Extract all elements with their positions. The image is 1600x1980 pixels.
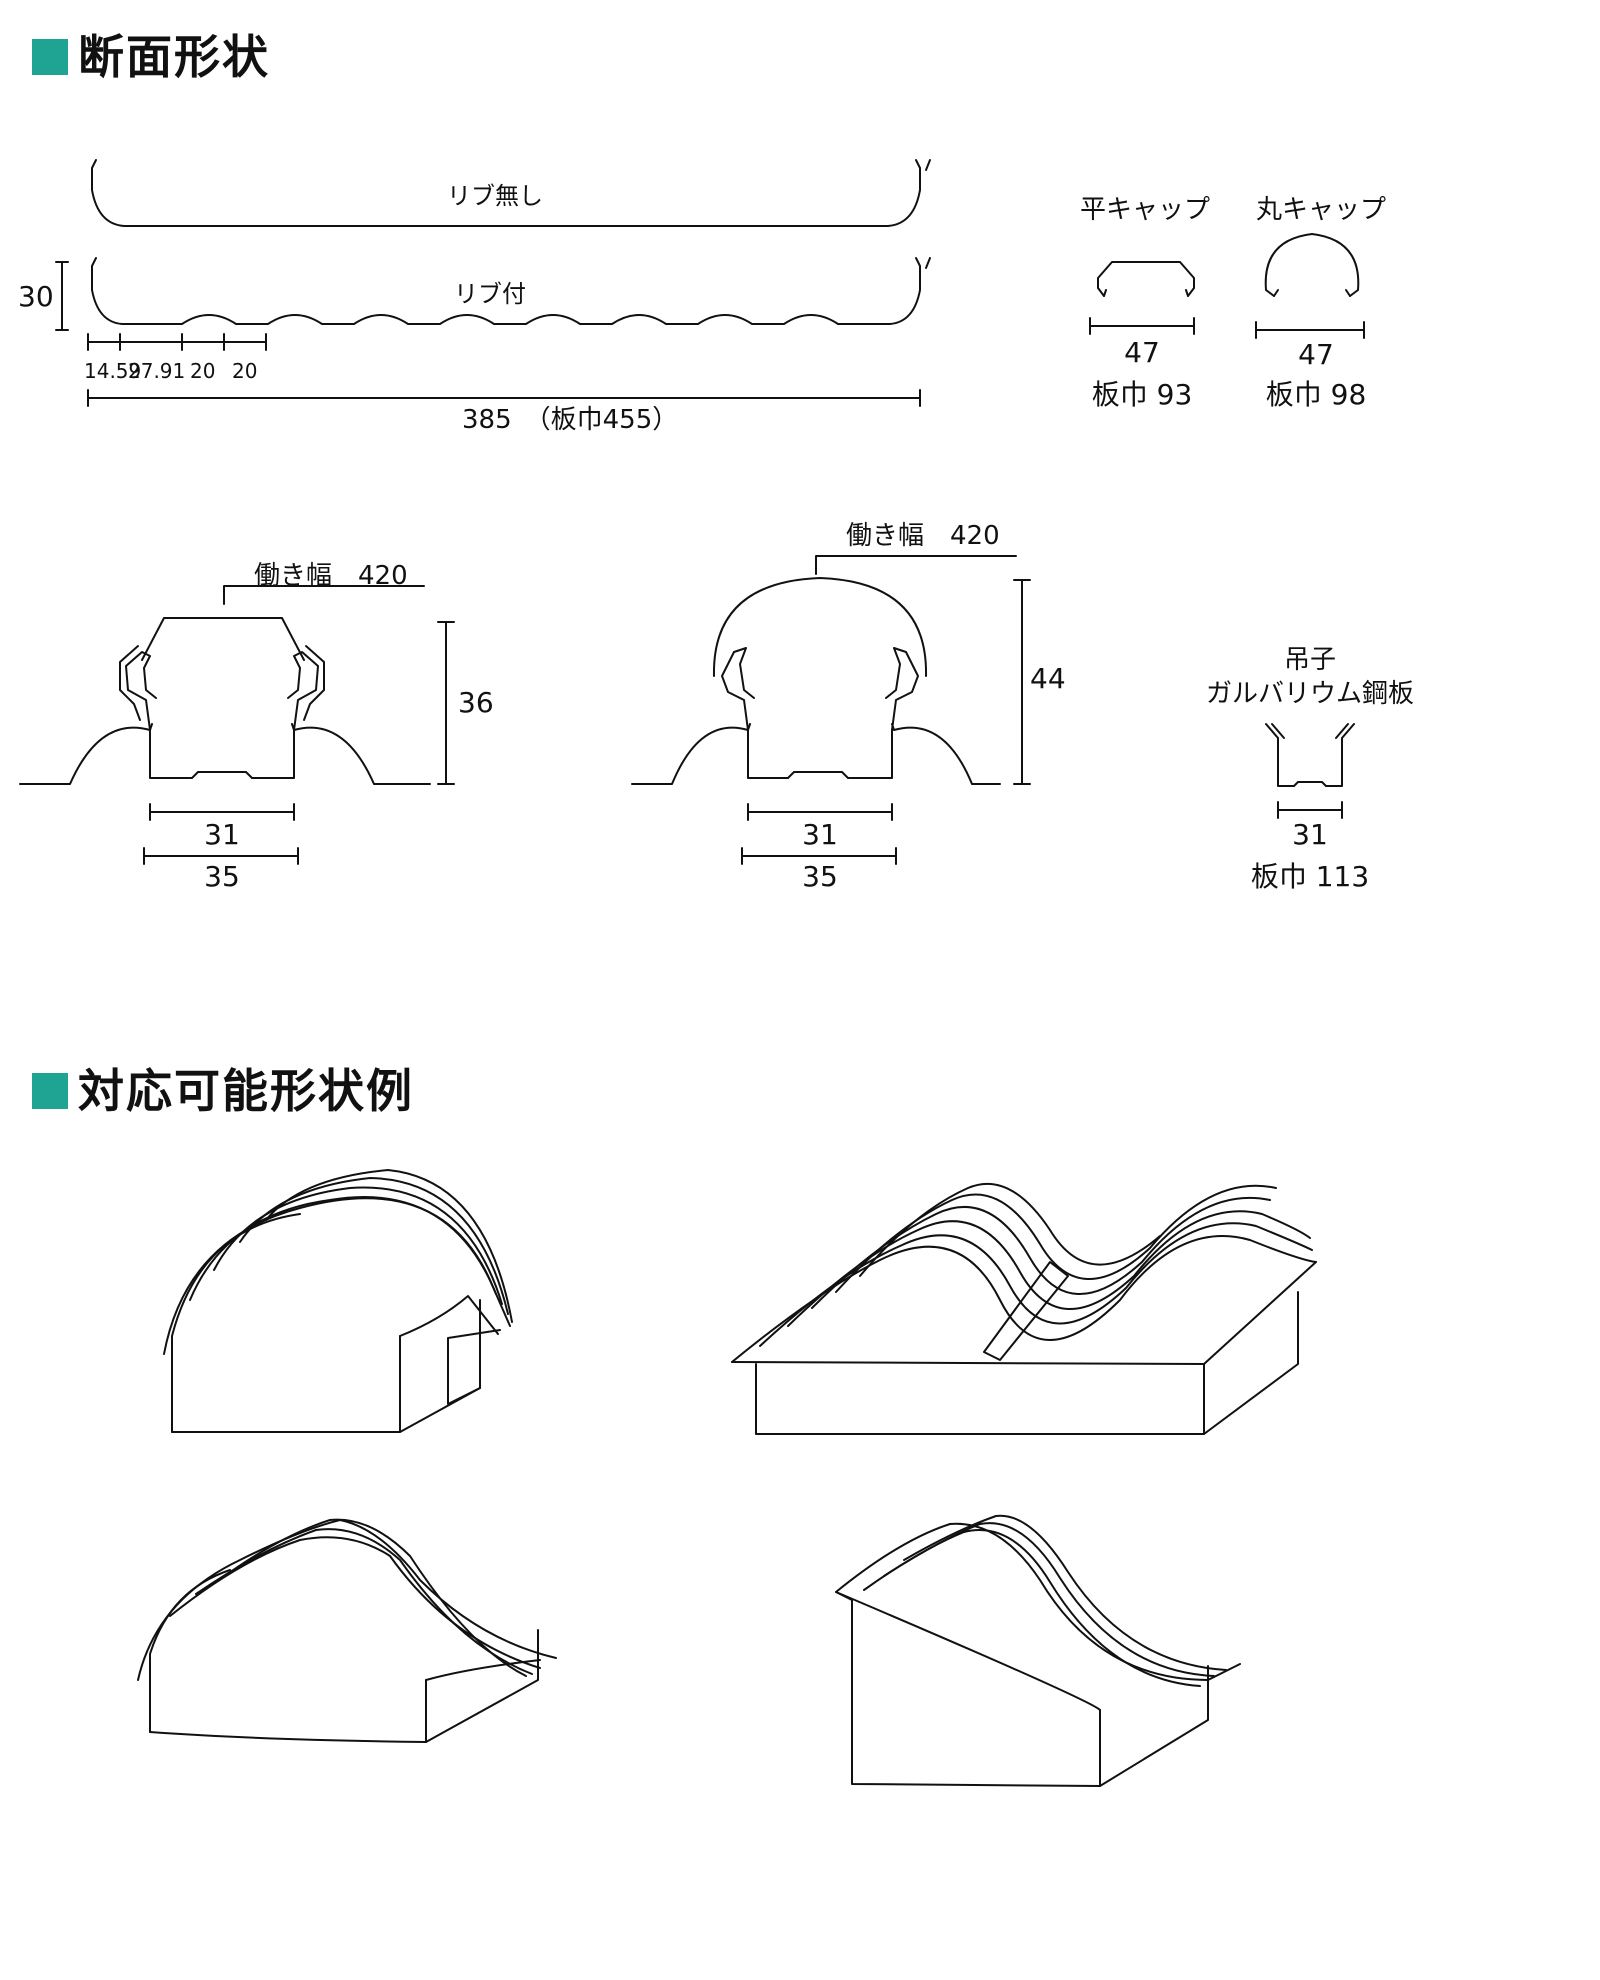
flat-assembly-inner-width: 31	[204, 818, 240, 851]
flat-assembly-height: 36	[458, 686, 494, 719]
hanger-sheet-width: 板巾 113	[1251, 860, 1369, 893]
round-cap-sheet-width: 板巾 98	[1266, 378, 1367, 411]
section-heading-shape-examples: 対応可能形状例	[32, 1068, 414, 1114]
dim-20-a: 20	[190, 359, 215, 383]
panel-height-dimension: 30	[18, 261, 69, 331]
round-cap-assembly: 働き幅 420 44 31 35	[631, 521, 1066, 893]
rib-none-label: リブ無し	[447, 182, 543, 210]
flat-cap-sheet-width: 板巾 93	[1092, 378, 1193, 411]
heading-square-marker	[32, 1073, 68, 1109]
heading-title: 断面形状	[78, 30, 270, 84]
round-cap-dim: 47	[1298, 338, 1334, 371]
hanger-clip-drawing: 吊子 ガルバリウム鋼板 31 板巾 113	[1206, 645, 1414, 893]
dim-27-91: 27.91	[128, 359, 185, 383]
hanger-material: ガルバリウム鋼板	[1206, 679, 1414, 709]
panel-overall-dimension: 385 （板巾455）	[87, 389, 921, 435]
round-cap-drawing: 丸キャップ 47 板巾 98	[1255, 195, 1386, 411]
round-assembly-inner-width: 31	[802, 818, 838, 851]
example-barrel-vault-roof	[163, 1169, 513, 1433]
panel-height-value: 30	[18, 280, 54, 313]
dim-20-b: 20	[232, 359, 257, 383]
flat-cap-dim: 47	[1124, 336, 1160, 369]
section-heading-cross-section: 断面形状	[32, 34, 270, 80]
round-cap-label: 丸キャップ	[1256, 195, 1386, 225]
panel-profile-rib-with: リブ付	[91, 257, 931, 325]
example-tall-s-curve-roof	[835, 1514, 1241, 1787]
hanger-dim: 31	[1292, 818, 1328, 851]
flat-assembly-outer-width: 35	[204, 860, 240, 893]
rib-with-label: リブ付	[454, 280, 526, 308]
round-work-width: 働き幅 420	[846, 521, 1000, 551]
flat-cap-label: 平キャップ	[1080, 195, 1210, 225]
panel-profile-rib-none: リブ無し	[91, 159, 931, 227]
round-assembly-height: 44	[1030, 662, 1066, 695]
example-double-wave-roof	[731, 1182, 1317, 1435]
overall-width-value: 385 （板巾455）	[462, 405, 678, 435]
dim-14-59: 14.59	[84, 359, 141, 383]
hanger-title: 吊子	[1284, 645, 1336, 675]
flat-cap-assembly: 働き幅 420 36 31 35	[19, 561, 494, 893]
heading-square-marker	[32, 39, 68, 75]
round-assembly-outer-width: 35	[802, 860, 838, 893]
example-ogee-roof	[137, 1518, 557, 1743]
flat-cap-drawing: 平キャップ 47 板巾 93	[1080, 195, 1210, 411]
heading-title: 対応可能形状例	[78, 1064, 414, 1118]
panel-rib-dimensions: 14.59 27.91 20 20	[84, 333, 267, 383]
